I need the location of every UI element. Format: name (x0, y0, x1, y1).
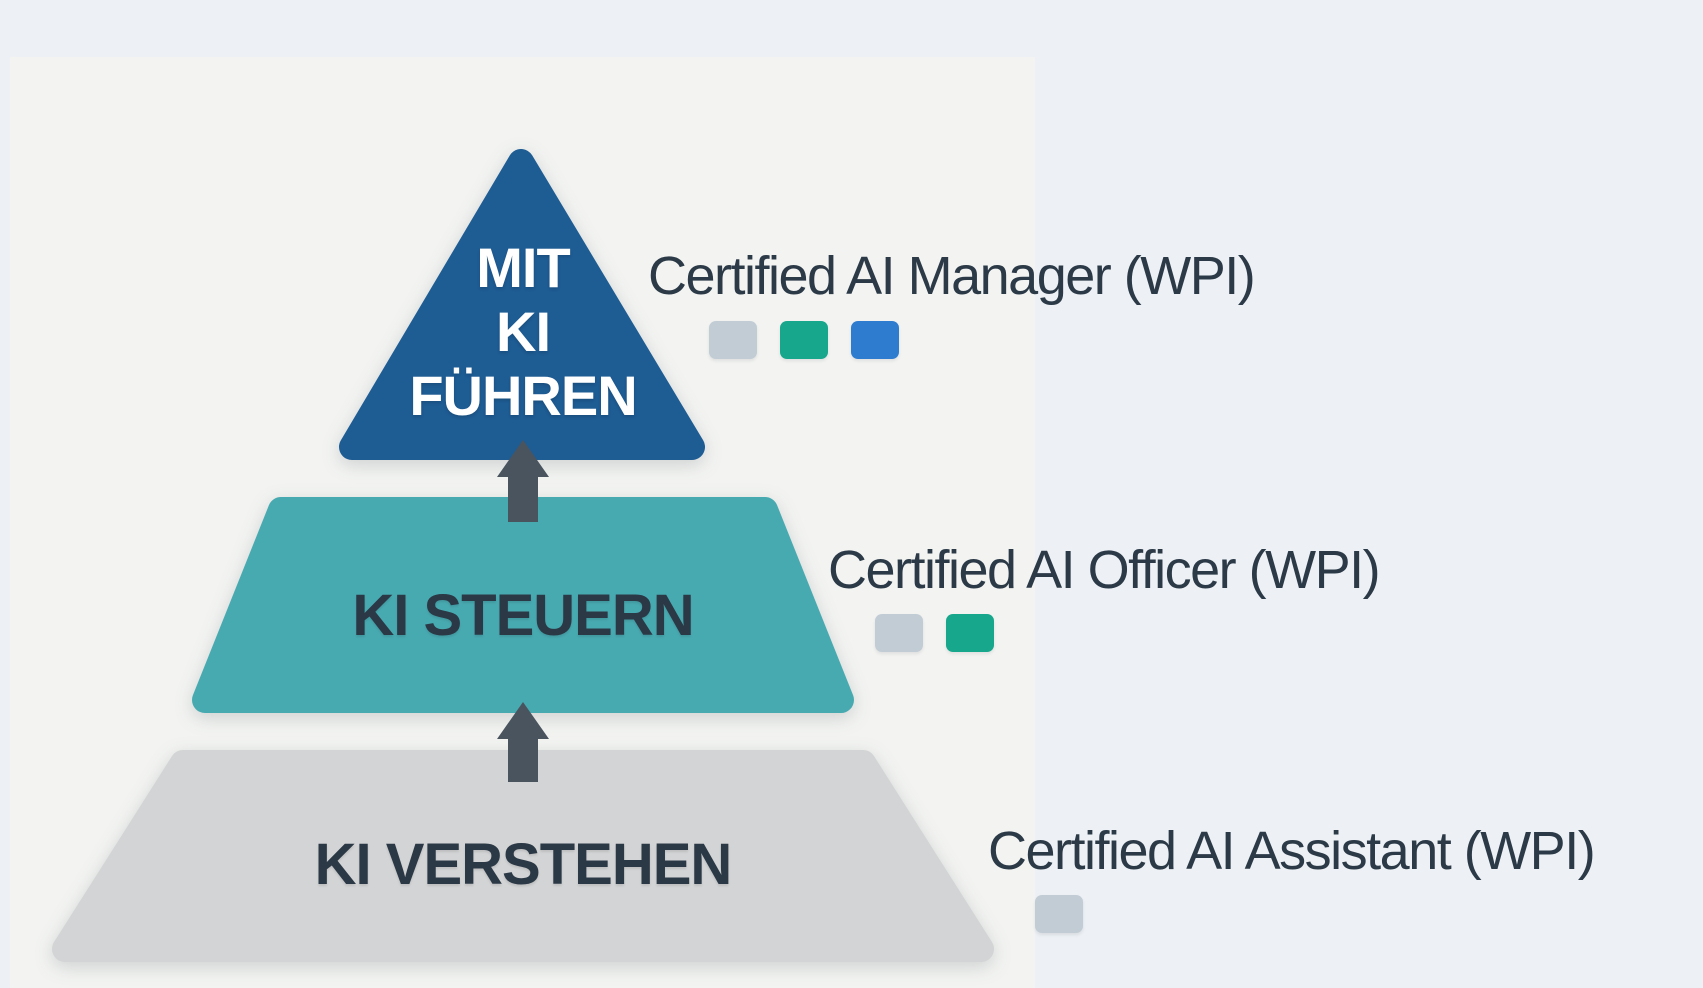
badge-green (780, 321, 828, 359)
level2-title: KI STEUERN (352, 583, 694, 648)
certification-manager: Certified AI Manager (WPI) (648, 245, 1256, 359)
certification-assistant-badges (1035, 895, 1594, 933)
level3-trapezoid-shape (52, 750, 994, 962)
certification-manager-label: Certified AI Manager (WPI) (648, 246, 1256, 306)
level1-title-line: MIT (476, 236, 570, 299)
level1-title-line: FÜHREN (409, 364, 637, 427)
level2-trapezoid-shape (192, 497, 854, 713)
certification-officer-badges (875, 614, 1379, 652)
badge-gray (875, 614, 923, 652)
badge-blue (851, 321, 899, 359)
certification-officer-label: Certified AI Officer (WPI) (828, 540, 1381, 600)
certification-assistant-label: Certified AI Assistant (WPI) (988, 821, 1596, 881)
certification-assistant: Certified AI Assistant (WPI) (988, 820, 1596, 933)
badge-gray (1035, 895, 1083, 933)
level1-title: MIT KI FÜHREN (373, 236, 673, 428)
badge-gray (709, 321, 757, 359)
level1-title-line: KI (496, 300, 551, 363)
level3-title: KI VERSTEHEN (314, 832, 733, 897)
arrow-up-icon (497, 440, 549, 522)
arrow-up-icon (497, 702, 549, 782)
certification-officer: Certified AI Officer (WPI) (828, 539, 1381, 652)
badge-green (946, 614, 994, 652)
certification-manager-badges (709, 321, 1254, 359)
